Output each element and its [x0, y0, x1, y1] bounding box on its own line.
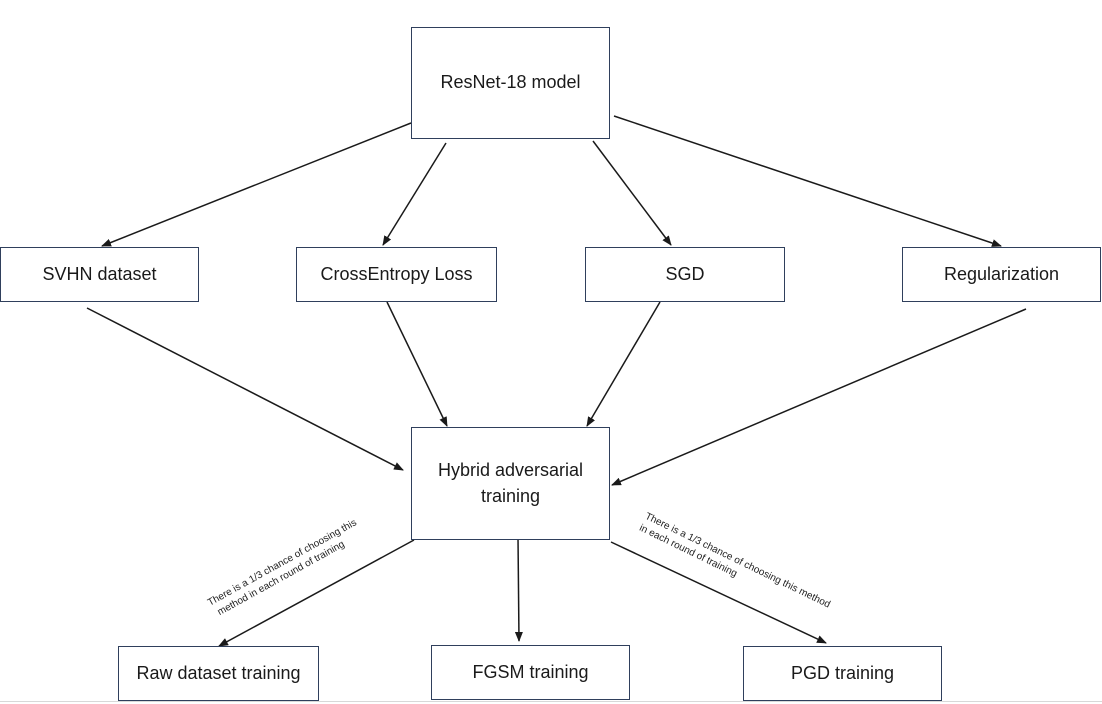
node-fgsm-training: FGSM training: [431, 645, 630, 700]
node-crossentropy-loss: CrossEntropy Loss: [296, 247, 497, 302]
node-sgd-label: SGD: [665, 263, 705, 284]
arrow-resnet-to-sgd: [592, 140, 672, 246]
node-raw-dataset-training: Raw dataset training: [118, 646, 319, 701]
arrow-resnet-to-regularization: [613, 115, 1002, 247]
arrow-resnet-to-crossentropy: [382, 142, 447, 246]
node-pgd-training: PGD training: [743, 646, 942, 701]
node-raw-dataset-training-label: Raw dataset training: [136, 662, 301, 683]
arrow-resnet-to-svhn: [101, 122, 412, 247]
node-regularization: Regularization: [902, 247, 1101, 302]
node-hybrid-adversarial-training: Hybrid adversarial training: [411, 427, 610, 540]
arrow-hybrid-to-fgsm: [514, 536, 523, 642]
node-fgsm-training-label: FGSM training: [472, 661, 589, 682]
node-svhn-dataset-label: SVHN dataset: [42, 263, 157, 284]
node-svhn-dataset: SVHN dataset: [0, 247, 199, 302]
arrow-hybrid-to-pgd: [610, 541, 827, 644]
arrow-crossentropy-to-hybrid: [386, 301, 448, 427]
node-resnet18-model: ResNet-18 model: [411, 27, 610, 139]
arrow-hybrid-to-raw: [218, 539, 415, 647]
node-crossentropy-loss-label: CrossEntropy Loss: [320, 263, 473, 284]
node-hybrid-label-line2: training: [480, 485, 541, 506]
node-hybrid-label-line1: Hybrid adversarial: [437, 460, 584, 481]
node-resnet18-model-label: ResNet-18 model: [440, 72, 581, 93]
bottom-divider: [0, 701, 1102, 702]
arrow-sgd-to-hybrid: [586, 301, 661, 427]
node-sgd: SGD: [585, 247, 785, 302]
arrow-svhn-to-hybrid: [86, 307, 404, 471]
node-regularization-label: Regularization: [943, 263, 1060, 284]
arrow-regularization-to-hybrid: [611, 308, 1027, 486]
node-pgd-training-label: PGD training: [790, 662, 895, 683]
